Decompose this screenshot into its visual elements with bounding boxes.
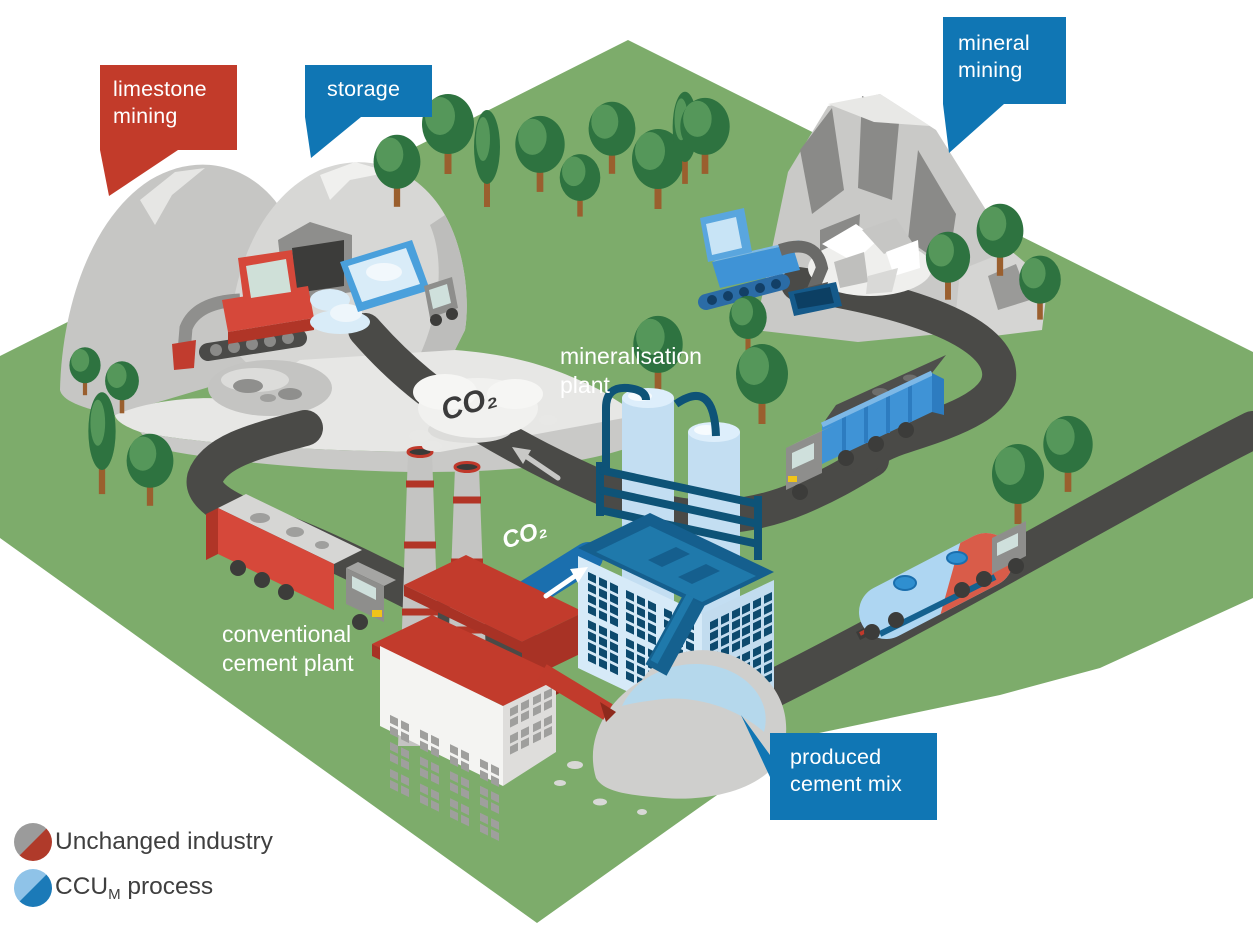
cement-plant-chute xyxy=(537,664,616,722)
mineral-mine-equipment xyxy=(698,208,932,316)
callout-mineral-line1: mineral xyxy=(958,31,1030,55)
callout-limestone-line2: mining xyxy=(113,104,178,128)
callout-limestone-line1: limestone xyxy=(113,77,207,101)
legend-ccum-label: CCUM process xyxy=(55,873,214,903)
storage-dump-truck xyxy=(310,240,458,334)
cement-mix-pile xyxy=(554,650,787,815)
callout-limestone-mining: limestone mining xyxy=(100,65,237,197)
label-conventional-cement-plant: conventional cement plant xyxy=(222,621,354,676)
ccum-process-swatch-icon xyxy=(14,869,52,907)
co2-pipe-arrow xyxy=(543,567,588,599)
legend-item-unchanged-industry: Unchanged industry xyxy=(14,822,273,862)
callout-storage: storage xyxy=(305,65,432,159)
mineralisation-chute xyxy=(645,594,705,676)
legend: Unchanged industry CCUM process xyxy=(14,822,273,914)
conventional-cement-plant xyxy=(372,446,584,842)
cement-tanker-truck xyxy=(855,516,1036,641)
callout-produced-line2: cement mix xyxy=(790,772,902,796)
callout-mineral-mining: mineral mining xyxy=(943,17,1066,154)
unchanged-industry-swatch-icon xyxy=(14,823,52,861)
label-mineralisation-plant: mineralisation plant xyxy=(560,343,702,398)
mineral-truck xyxy=(786,355,946,500)
callout-produced-cement-mix: produced cement mix xyxy=(741,714,937,821)
legend-unchanged-label: Unchanged industry xyxy=(55,828,273,855)
limestone-excavator xyxy=(172,250,314,370)
callout-produced-line1: produced xyxy=(790,745,882,769)
callout-mineral-line2: mining xyxy=(958,58,1023,82)
mineralisation-plant xyxy=(578,383,774,727)
road-flow-arrow xyxy=(512,447,561,481)
co2-cloud xyxy=(409,374,557,451)
callout-storage-line1: storage xyxy=(327,77,401,101)
limestone-truck xyxy=(206,494,396,630)
legend-item-ccum-process: CCUM process xyxy=(14,868,273,908)
